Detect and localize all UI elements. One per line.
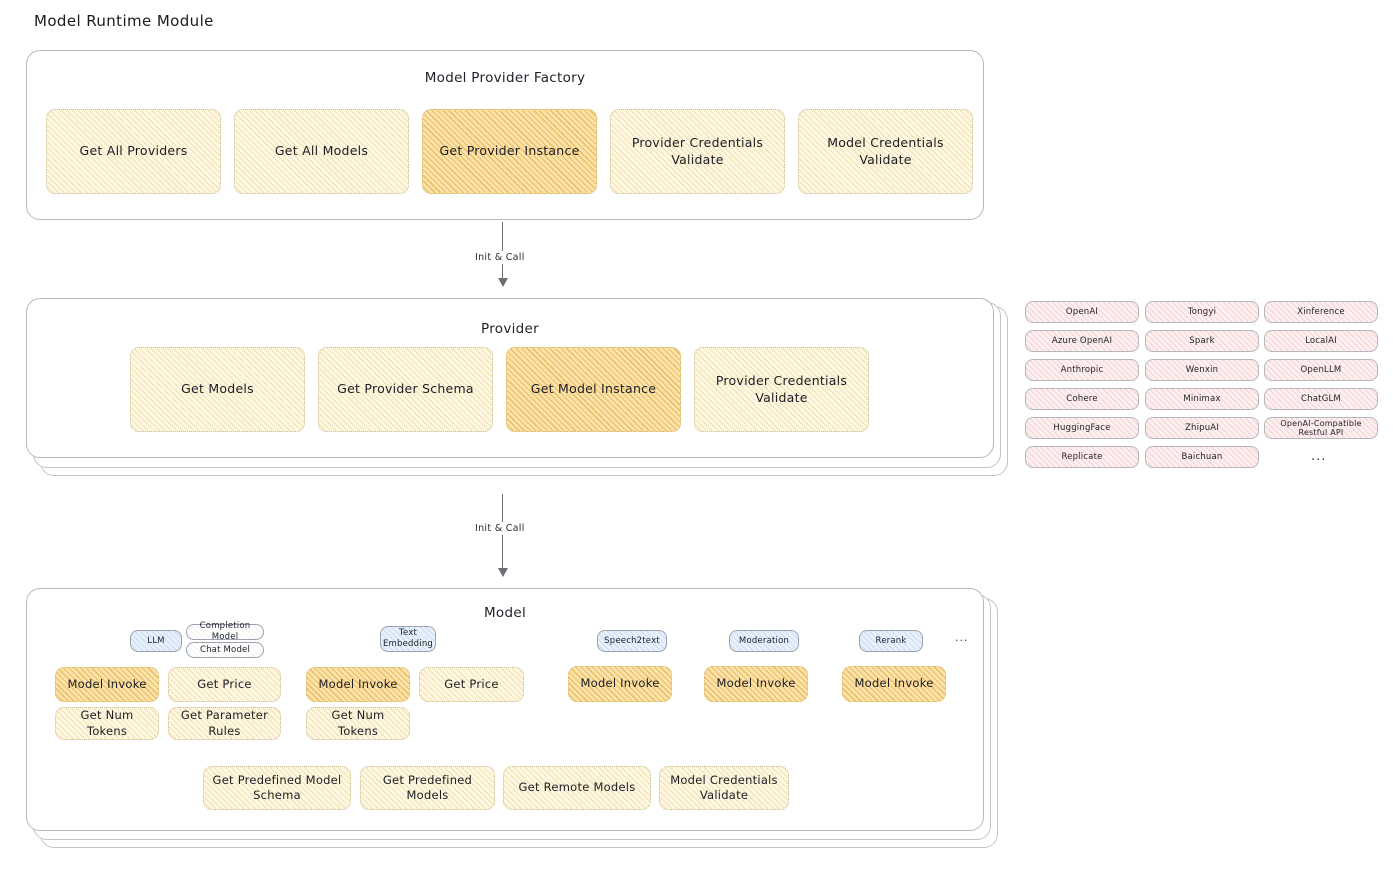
model-title: Model xyxy=(483,605,527,621)
provider-title: Provider xyxy=(481,321,539,337)
node-get-predefined-models[interactable]: Get Predefined Models xyxy=(360,766,495,810)
provider-chip-chatglm[interactable]: ChatGLM xyxy=(1264,388,1378,410)
page-title: Model Runtime Module xyxy=(34,12,214,30)
provider-chip-replicate[interactable]: Replicate xyxy=(1025,446,1139,468)
node-get-provider-schema[interactable]: Get Provider Schema xyxy=(318,347,493,432)
model-card: Model LLM Completion Model Chat Model Mo… xyxy=(26,588,984,831)
provider-chip-localai[interactable]: LocalAI xyxy=(1264,330,1378,352)
provider-chip-openllm[interactable]: OpenLLM xyxy=(1264,359,1378,381)
node-llm-get-num-tokens[interactable]: Get Num Tokens xyxy=(55,707,159,740)
badge-speech2text[interactable]: Speech2text xyxy=(597,630,667,652)
provider-chip-baichuan[interactable]: Baichuan xyxy=(1145,446,1259,468)
node-get-predefined-model-schema[interactable]: Get Predefined Model Schema xyxy=(203,766,351,810)
provider-chip-tongyi[interactable]: Tongyi xyxy=(1145,301,1259,323)
node-llm-get-price[interactable]: Get Price xyxy=(168,667,281,702)
node-model-credentials-validate-3[interactable]: Model Credentials Validate xyxy=(659,766,789,810)
node-get-remote-models[interactable]: Get Remote Models xyxy=(503,766,651,810)
provider-chip-azure-openai[interactable]: Azure OpenAI xyxy=(1025,330,1139,352)
node-provider-credentials-validate-2[interactable]: Provider Credentials Validate xyxy=(694,347,869,432)
arrow-factory-to-provider-label: Init & Call xyxy=(470,251,530,264)
node-llm-model-invoke[interactable]: Model Invoke xyxy=(55,667,159,702)
model-provider-factory-card: Model Provider Factory Get All Providers… xyxy=(26,50,984,220)
node-get-all-models[interactable]: Get All Models xyxy=(234,109,409,194)
provider-chip-zhipuai[interactable]: ZhipuAI xyxy=(1145,417,1259,439)
node-get-all-providers[interactable]: Get All Providers xyxy=(46,109,221,194)
node-rerank-model-invoke[interactable]: Model Invoke xyxy=(842,666,946,702)
model-types-more: ... xyxy=(955,631,969,644)
provider-chip-spark[interactable]: Spark xyxy=(1145,330,1259,352)
node-embedding-get-price[interactable]: Get Price xyxy=(419,667,524,702)
provider-chip-wenxin[interactable]: Wenxin xyxy=(1145,359,1259,381)
badge-text-embedding[interactable]: Text Embedding xyxy=(380,626,436,652)
arrow-provider-to-model-head xyxy=(498,568,508,577)
node-moderation-model-invoke[interactable]: Model Invoke xyxy=(704,666,808,702)
badge-completion-model[interactable]: Completion Model xyxy=(186,621,264,642)
node-speech2text-model-invoke[interactable]: Model Invoke xyxy=(568,666,672,702)
provider-chip-huggingface[interactable]: HuggingFace xyxy=(1025,417,1139,439)
arrow-provider-to-model-label: Init & Call xyxy=(470,522,530,535)
arrow-factory-to-provider-head xyxy=(498,278,508,287)
badge-rerank[interactable]: Rerank xyxy=(859,630,923,652)
node-llm-get-parameter-rules[interactable]: Get Parameter Rules xyxy=(168,707,281,740)
badge-moderation[interactable]: Moderation xyxy=(729,630,799,652)
node-embedding-get-num-tokens[interactable]: Get Num Tokens xyxy=(306,707,410,740)
provider-chip-cohere[interactable]: Cohere xyxy=(1025,388,1139,410)
node-get-provider-instance[interactable]: Get Provider Instance xyxy=(422,109,597,194)
factory-title: Model Provider Factory xyxy=(424,70,586,86)
provider-chip-openai-compatible[interactable]: OpenAI-Compatible Restful API xyxy=(1264,417,1378,439)
node-provider-credentials-validate[interactable]: Provider Credentials Validate xyxy=(610,109,785,194)
node-get-models[interactable]: Get Models xyxy=(130,347,305,432)
provider-chip-minimax[interactable]: Minimax xyxy=(1145,388,1259,410)
badge-chat-model[interactable]: Chat Model xyxy=(186,642,264,658)
node-get-model-instance[interactable]: Get Model Instance xyxy=(506,347,681,432)
provider-chip-openai[interactable]: OpenAI xyxy=(1025,301,1139,323)
node-embedding-model-invoke[interactable]: Model Invoke xyxy=(306,667,410,702)
provider-chip-xinference[interactable]: Xinference xyxy=(1264,301,1378,323)
provider-chip-anthropic[interactable]: Anthropic xyxy=(1025,359,1139,381)
badge-llm[interactable]: LLM xyxy=(130,630,182,652)
provider-list-more: ... xyxy=(1311,449,1327,464)
provider-card: Provider Get Models Get Provider Schema … xyxy=(26,298,994,458)
node-model-credentials-validate[interactable]: Model Credentials Validate xyxy=(798,109,973,194)
